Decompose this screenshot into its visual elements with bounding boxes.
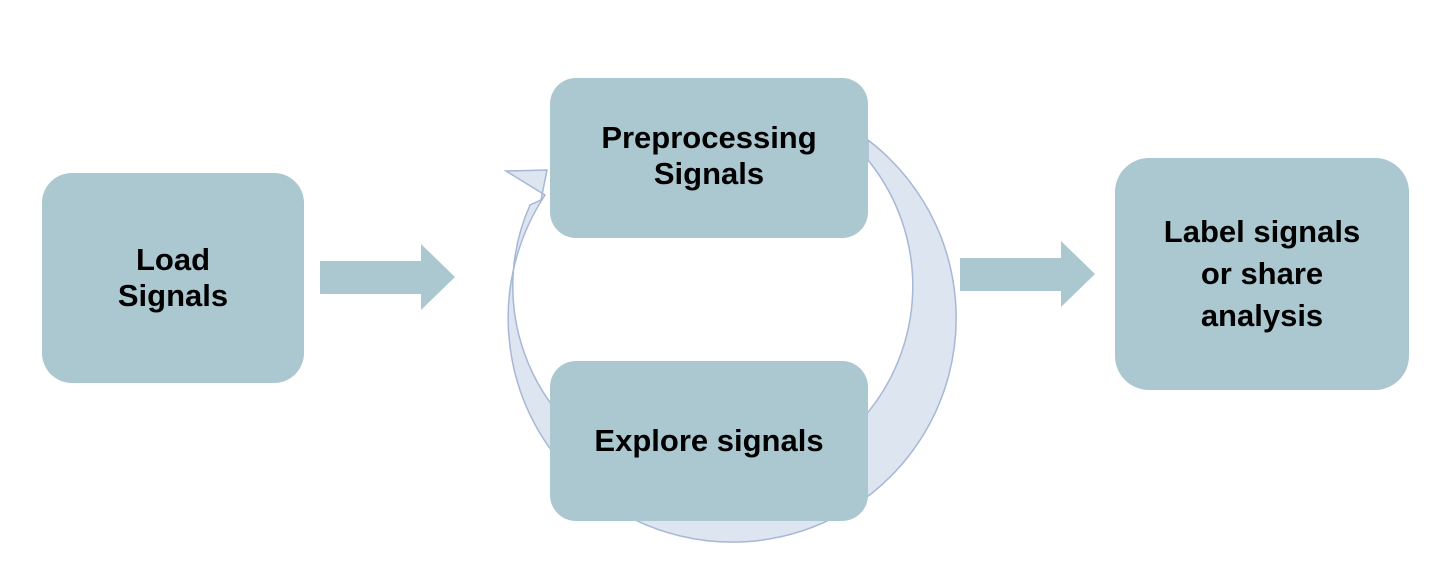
node-preprocessing-signals-label: Preprocessing Signals	[601, 120, 817, 191]
node-load-signals-label: Load Signals	[117, 242, 229, 313]
arrow-load-to-cycle	[320, 244, 455, 310]
node-explore-signals: Explore signals	[550, 361, 868, 521]
node-label-or-share: Label signals or share analysis	[1115, 158, 1409, 390]
node-load-signals: Load Signals	[42, 173, 304, 383]
arrow-cycle-to-label	[960, 241, 1095, 307]
node-label-or-share-label: Label signals or share analysis	[1163, 214, 1361, 333]
node-preprocessing-signals: Preprocessing Signals	[550, 78, 868, 238]
node-explore-signals-label: Explore signals	[594, 423, 824, 458]
